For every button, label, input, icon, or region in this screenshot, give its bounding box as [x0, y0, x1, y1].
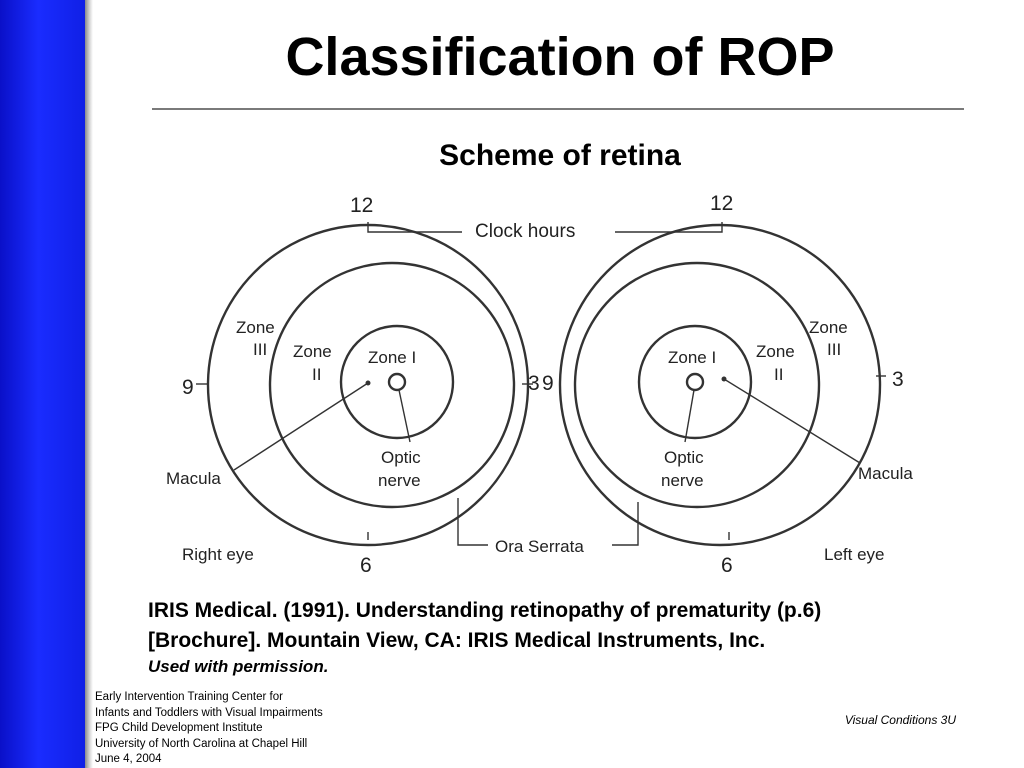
left-zone3-label-1: Zone	[809, 318, 848, 337]
citation-line-1: IRIS Medical. (1991). Understanding reti…	[148, 599, 822, 622]
left-eye-zone2-circle	[573, 261, 821, 509]
footer-line-2: Infants and Toddlers with Visual Impairm…	[95, 706, 323, 719]
right-eye-optic-disc	[387, 372, 407, 392]
clock-hours-leader-left	[615, 222, 723, 233]
title-divider	[152, 108, 964, 110]
footer-line-4: University of North Carolina at Chapel H…	[95, 737, 308, 750]
right-eye-zone1-circle	[339, 324, 455, 440]
right-macula-dot	[365, 380, 371, 386]
clock-hours-leader-right	[367, 222, 462, 233]
sidebar-shadow	[85, 0, 93, 768]
right-macula-label: Macula	[166, 469, 221, 488]
left-zone3-label-2: III	[827, 340, 841, 359]
ora-serrata-label: Ora Serrata	[495, 537, 584, 556]
citation-block: IRIS Medical. (1991). Understanding reti…	[148, 596, 988, 656]
footer-line-1: Early Intervention Training Center for	[95, 691, 283, 703]
permission-note: Used with permission.	[148, 657, 329, 676]
sidebar-blue-bar	[0, 0, 85, 768]
right-hour-12: 12	[350, 194, 373, 217]
left-macula-label: Macula	[858, 464, 913, 483]
right-hour-6: 6	[360, 554, 372, 577]
left-macula-dot	[721, 376, 727, 382]
right-optic-leader	[398, 389, 411, 443]
right-optic-label-1: Optic	[381, 448, 421, 467]
right-hour-9: 9	[182, 376, 194, 399]
left-hour-9: 9	[542, 372, 554, 395]
right-zone2-label-2: II	[312, 365, 321, 384]
left-hour-12: 12	[710, 192, 733, 215]
right-macula-leader	[233, 382, 369, 471]
right-zone3-label-2: III	[253, 340, 267, 359]
left-eye-zone1-circle	[637, 324, 753, 440]
left-zone2-label-2: II	[774, 365, 783, 384]
left-zone1-label: Zone I	[668, 348, 716, 367]
ora-serrata-leader-left	[612, 502, 639, 546]
right-hour-3: 3	[528, 372, 540, 395]
left-eye-optic-disc	[685, 372, 705, 392]
left-macula-leader	[723, 378, 861, 464]
footer-line-3: FPG Child Development Institute	[95, 722, 263, 734]
left-hour-3: 3	[892, 368, 904, 391]
clock-hours-label: Clock hours	[475, 221, 575, 242]
retina-scheme-diagram: 12 12 Clock hours 9 3 9 3 6 6 Zone III Z…	[166, 192, 913, 577]
left-eye-label: Left eye	[824, 545, 885, 564]
right-eye-label: Right eye	[182, 545, 254, 564]
slide-title: Classification of ROP	[285, 27, 835, 87]
left-optic-leader	[684, 389, 695, 443]
left-hour-6: 6	[721, 554, 733, 577]
citation-line-2: [Brochure]. Mountain View, CA: IRIS Medi…	[148, 629, 766, 652]
slide-subtitle: Scheme of retina	[439, 139, 681, 172]
left-optic-label-2: nerve	[661, 471, 704, 490]
footer-organization: Early Intervention Training Center for I…	[95, 690, 323, 768]
right-zone3-label-1: Zone	[236, 318, 275, 337]
footer-line-5: June 4, 2004	[95, 753, 162, 765]
right-optic-label-2: nerve	[378, 471, 421, 490]
right-eye-zone2-circle	[268, 261, 516, 509]
ora-serrata-leader-right	[457, 498, 488, 546]
right-zone2-label-1: Zone	[293, 342, 332, 361]
left-optic-label-1: Optic	[664, 448, 704, 467]
footer-slide-id: Visual Conditions 3U	[844, 713, 956, 727]
left-zone2-label-1: Zone	[756, 342, 795, 361]
right-zone1-label: Zone I	[368, 348, 416, 367]
left-eye-outer-circle	[558, 223, 882, 547]
